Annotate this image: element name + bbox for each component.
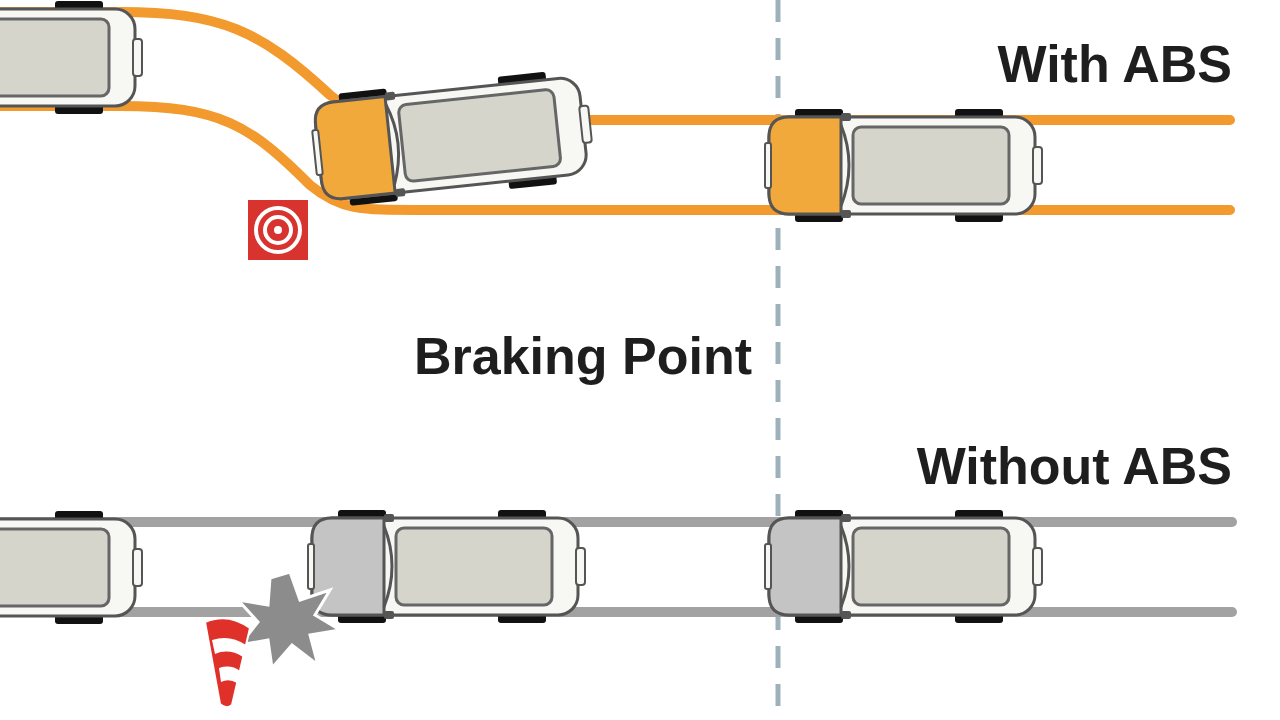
- car: [308, 510, 585, 623]
- crash-burst: [238, 572, 340, 668]
- label-text: Braking Point: [414, 330, 752, 382]
- label-text: With ABS: [998, 38, 1232, 90]
- car: [0, 1, 142, 114]
- traffic-cone: [205, 618, 250, 707]
- car: [309, 68, 596, 209]
- label-text: Without ABS: [917, 440, 1232, 492]
- no-abs-tracks: [0, 522, 1232, 612]
- car: [765, 510, 1042, 623]
- car: [0, 511, 142, 624]
- target-icon: [248, 200, 308, 260]
- car: [765, 109, 1042, 222]
